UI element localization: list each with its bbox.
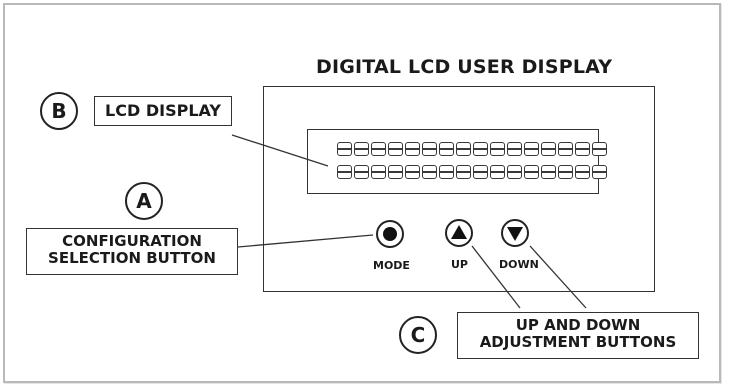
callout-a-marker: A (125, 182, 163, 220)
lcd-character-cell (354, 165, 369, 179)
up-button[interactable] (445, 219, 473, 247)
lcd-character-cell (388, 165, 403, 179)
down-button-label: DOWN (499, 258, 539, 271)
lcd-row-1 (337, 142, 607, 156)
lcd-display-label: LCD DISPLAY (94, 96, 232, 126)
mode-button[interactable] (376, 220, 404, 248)
updown-label-line-1: UP AND DOWN (515, 316, 641, 334)
lcd-character-cell (337, 142, 352, 156)
config-label-line-2: SELECTION BUTTON (48, 249, 216, 268)
lcd-character-cell (575, 165, 590, 179)
configuration-selection-label: CONFIGURATION SELECTION BUTTON (26, 228, 238, 275)
lcd-character-cell (422, 165, 437, 179)
lcd-character-cell (490, 165, 505, 179)
lcd-character-cell (490, 142, 505, 156)
lcd-character-cell (405, 165, 420, 179)
lcd-character-cell (422, 142, 437, 156)
lcd-character-cell (592, 165, 607, 179)
lcd-character-cell (456, 165, 471, 179)
lcd-character-cell (473, 142, 488, 156)
lcd-character-cell (507, 165, 522, 179)
figure-frame (3, 3, 721, 383)
lcd-character-cell (337, 165, 352, 179)
lcd-character-cell (388, 142, 403, 156)
lcd-character-cell (456, 142, 471, 156)
config-label-line-1: CONFIGURATION (62, 232, 202, 250)
lcd-character-cell (558, 142, 573, 156)
device-panel (263, 86, 655, 292)
callout-c-marker: C (399, 316, 437, 354)
lcd-row-2 (337, 165, 607, 179)
updown-label-line-2: ADJUSTMENT BUTTONS (479, 333, 677, 352)
mode-button-label: MODE (373, 259, 410, 272)
lcd-character-cell (575, 142, 590, 156)
lcd-character-cell (473, 165, 488, 179)
lcd-character-cell (524, 165, 539, 179)
callout-b-marker: B (40, 92, 78, 130)
lcd-character-cell (541, 142, 556, 156)
filled-circle-icon (383, 227, 397, 241)
diagram-title: DIGITAL LCD USER DISPLAY (316, 56, 613, 78)
lcd-character-cell (371, 165, 386, 179)
up-button-label: UP (451, 258, 468, 271)
lcd-character-cell (354, 142, 369, 156)
up-triangle-icon (451, 225, 467, 239)
down-button[interactable] (501, 219, 529, 247)
lcd-character-cell (439, 142, 454, 156)
lcd-character-cell (524, 142, 539, 156)
lcd-character-cell (371, 142, 386, 156)
down-triangle-icon (507, 227, 523, 241)
lcd-character-cell (541, 165, 556, 179)
lcd-screen (307, 129, 607, 194)
lcd-character-cell (558, 165, 573, 179)
lcd-character-cell (439, 165, 454, 179)
lcd-character-cell (405, 142, 420, 156)
lcd-character-cell (592, 142, 607, 156)
up-down-adjustment-label: UP AND DOWN ADJUSTMENT BUTTONS (457, 312, 699, 359)
lcd-character-cell (507, 142, 522, 156)
